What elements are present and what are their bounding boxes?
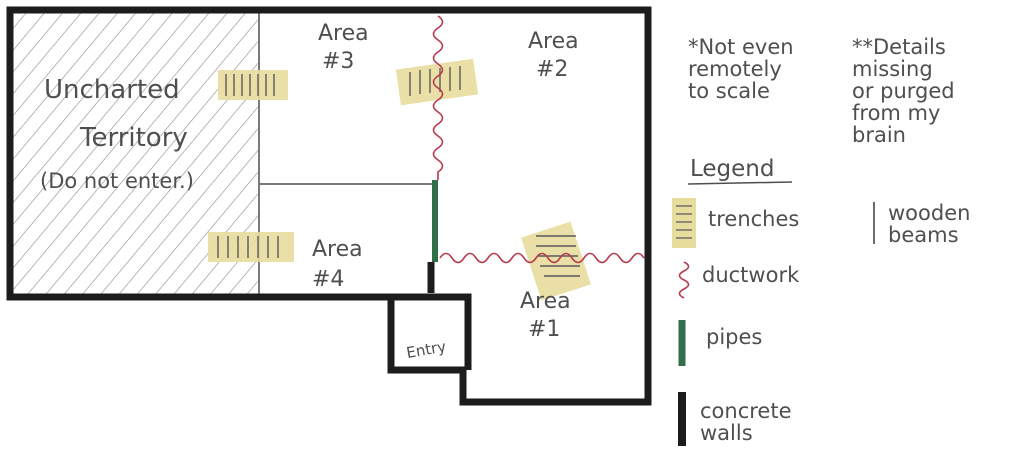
legend-label-trenches: trenches [708, 207, 799, 231]
area-labels: Uncharted Territory (Do not enter.) Area… [40, 21, 579, 362]
legend-title: Legend [690, 156, 775, 182]
scale-note-text: Not even remotely to scale [688, 35, 794, 103]
legend-label-ductwork: ductwork [702, 263, 800, 287]
legend-label-concrete-walls: concrete walls [700, 399, 792, 445]
legend-label-pipes: pipes [706, 325, 762, 349]
trench-area3 [218, 70, 288, 100]
uncharted-label-3: (Do not enter.) [40, 169, 194, 193]
area1-number: #1 [528, 317, 560, 342]
legend-label-wooden-beams: wooden beams [888, 201, 971, 247]
details-note-text: Details missing or purged from my brain [852, 35, 955, 147]
ductwork-lines [432, 15, 645, 264]
area3-label: Area [318, 21, 369, 46]
legend-ductwork-swatch [678, 261, 690, 299]
entry-label: Entry [405, 337, 448, 362]
trench-marks [208, 58, 591, 301]
details-asterisks: ** [852, 35, 873, 59]
legend-underline [687, 181, 793, 185]
scale-note: *Not even remotely to scale [688, 14, 838, 102]
trench-area1 [521, 221, 591, 301]
scale-asterisk: * [688, 35, 699, 59]
area4-number: #4 [312, 267, 344, 292]
concrete-walls [6, 6, 652, 406]
uncharted-label-2: Territory [79, 123, 188, 153]
uncharted-label-1: Uncharted [44, 75, 180, 105]
trench-area4 [208, 232, 294, 262]
trench-area2 [395, 58, 479, 106]
legend-trench-swatch [672, 198, 696, 248]
area4-label: Area [312, 237, 363, 262]
area3-number: #3 [322, 49, 354, 74]
details-note: **Details missing or purged from my brai… [852, 14, 1022, 146]
area1-label: Area [520, 289, 571, 314]
area2-label: Area [528, 29, 579, 54]
area2-number: #2 [536, 57, 568, 82]
